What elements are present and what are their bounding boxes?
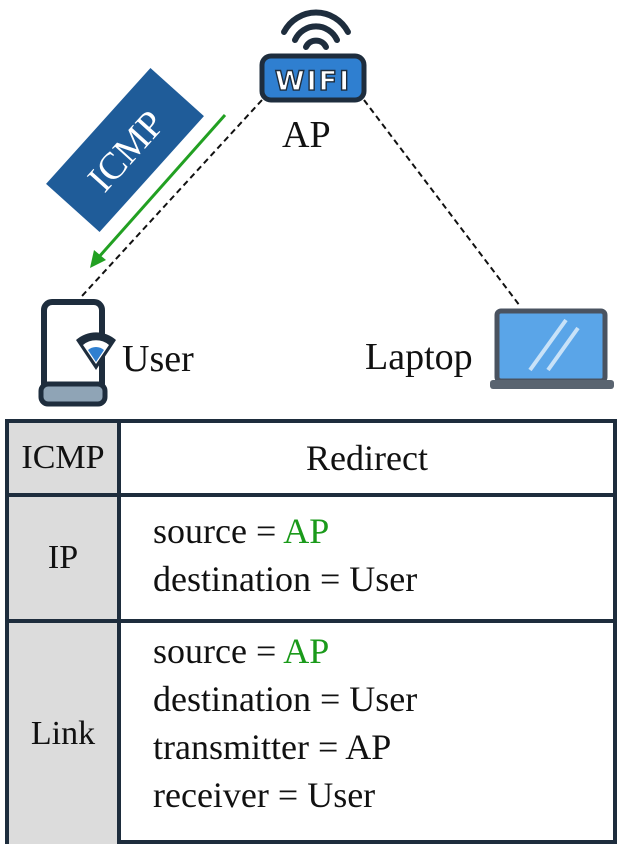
link-transmitter-field: transmitter = AP	[153, 727, 392, 767]
header-protocol-label: ICMP	[21, 439, 105, 476]
link-source-field: source = AP	[153, 631, 330, 671]
ip-source-field: source = AP	[153, 511, 330, 551]
ip-layer-label: IP	[47, 539, 79, 576]
icmp-arrow	[90, 114, 227, 268]
ip-left-cell: IP	[9, 497, 121, 619]
diagram-canvas: ICMP WIFI	[38, 9, 614, 407]
icmp-label-box: ICMP	[46, 67, 204, 233]
row-divider	[9, 619, 613, 623]
link-source-value: AP	[283, 631, 330, 671]
link-receiver-field: receiver = User	[153, 775, 376, 815]
ip-destination-field: destination = User	[153, 559, 418, 599]
row-divider	[9, 493, 613, 497]
link-fields: source = AP destination = User transmitt…	[121, 627, 613, 839]
header-right-cell: Redirect	[121, 423, 613, 493]
wifi-router-icon: WIFI	[259, 9, 367, 103]
link-left-cell: Link	[9, 623, 121, 844]
header-left-cell: ICMP	[9, 423, 121, 493]
link-ap-laptop	[363, 99, 521, 307]
ap-label: AP	[282, 114, 331, 156]
user-label: User	[122, 338, 194, 380]
ip-source-value: AP	[283, 511, 330, 551]
svg-text:WIFI: WIFI	[275, 66, 351, 97]
smartphone-wifi-icon	[38, 299, 116, 407]
laptop-icon	[490, 308, 614, 389]
link-layer-label: Link	[30, 714, 96, 752]
link-ap-user	[81, 99, 263, 297]
icmp-redirect-packet-table: ICMP Redirect IP source = AP destination…	[5, 419, 617, 844]
header-type-label: Redirect	[306, 438, 428, 478]
laptop-label: Laptop	[365, 336, 473, 378]
link-destination-field: destination = User	[153, 679, 418, 719]
ip-fields: source = AP destination = User	[121, 507, 613, 617]
